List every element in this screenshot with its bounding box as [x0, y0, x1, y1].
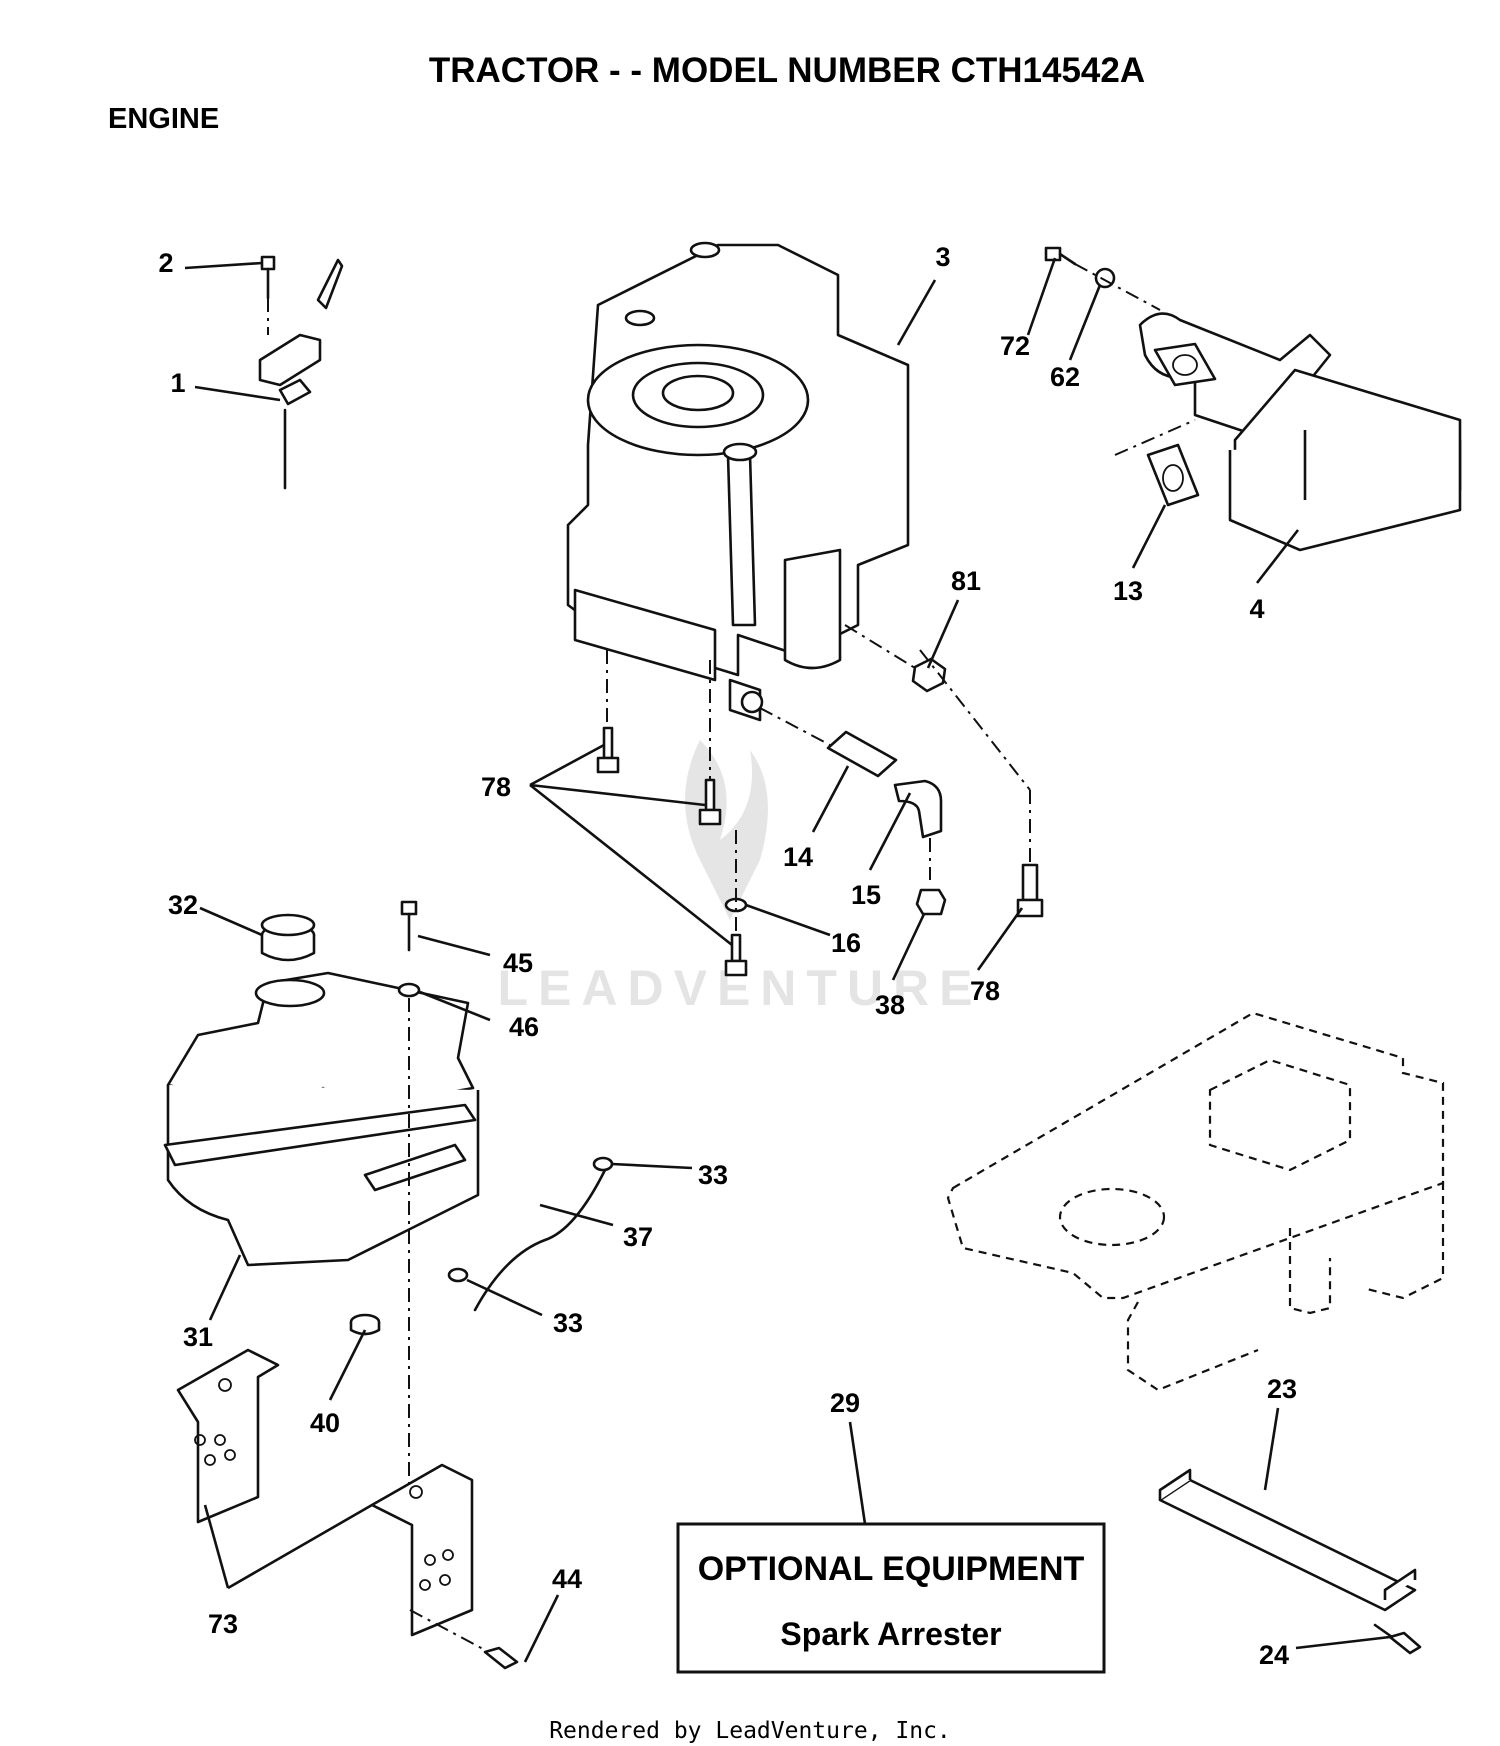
optional-equipment-subtitle: Spark Arrester: [780, 1616, 1001, 1652]
callout-73: 73: [208, 1609, 238, 1639]
tank-screw-part: [397, 900, 421, 1490]
callout-1: 1: [170, 368, 185, 398]
fuel-tank-part: [163, 971, 480, 1267]
bracket-right-part: [370, 1463, 474, 1637]
callout-32: 32: [168, 890, 198, 920]
callout-40: 40: [310, 1408, 340, 1438]
throttle-control-part: [258, 255, 344, 490]
fuel-cap-part: [260, 913, 316, 962]
oil-drain-part: [759, 707, 947, 916]
engine-bolts-part: [596, 649, 1044, 977]
callout-72: 72: [1000, 331, 1030, 361]
callout-46: 46: [509, 1012, 539, 1042]
optional-equipment-title: OPTIONAL EQUIPMENT: [698, 1550, 1085, 1588]
leader-lines: [184, 257, 1391, 1663]
callout-16: 16: [831, 928, 861, 958]
engine-part: [566, 241, 910, 722]
callout-labels: 2 1 3 72 62 13 4 81 78 14 15 16 38 78 32…: [158, 242, 1297, 1670]
muffler-bolt-part: [1044, 246, 1196, 456]
callout-15: 15: [851, 880, 881, 910]
page-title: TRACTOR - - MODEL NUMBER CTH14542A: [429, 51, 1145, 90]
callout-3: 3: [935, 242, 950, 272]
grommet-part: [349, 1313, 381, 1336]
callout-78-a: 78: [481, 772, 511, 802]
callout-14: 14: [783, 842, 813, 872]
bracket-left-part: [176, 1348, 280, 1524]
callout-78-b: 78: [970, 976, 1000, 1006]
callout-62: 62: [1050, 362, 1080, 392]
nut-81-part: [844, 624, 947, 693]
optional-equipment-box: OPTIONAL EQUIPMENT Spark Arrester: [676, 1522, 1106, 1674]
callout-33-a: 33: [698, 1160, 728, 1190]
callout-4: 4: [1249, 594, 1264, 624]
callout-23: 23: [1267, 1374, 1297, 1404]
spark-arrester-screen-part: [1158, 1468, 1422, 1655]
bracket-bolt-part: [409, 1609, 519, 1670]
frame-outline: [946, 1011, 1445, 1392]
callout-2: 2: [158, 248, 173, 278]
fuel-line-part: [447, 1156, 614, 1312]
callout-29: 29: [830, 1388, 860, 1418]
callout-81: 81: [951, 566, 981, 596]
exhaust-gasket-part: [1146, 342, 1217, 507]
section-label: ENGINE: [108, 103, 219, 135]
footer-credit: Rendered by LeadVenture, Inc.: [549, 1718, 951, 1744]
callout-13: 13: [1113, 576, 1143, 606]
callout-37: 37: [623, 1222, 653, 1252]
callout-38: 38: [875, 990, 905, 1020]
callout-31: 31: [183, 1322, 213, 1352]
callout-44: 44: [552, 1564, 582, 1594]
callout-24: 24: [1259, 1640, 1289, 1670]
callout-33-b: 33: [553, 1308, 583, 1338]
callout-45: 45: [503, 948, 533, 978]
